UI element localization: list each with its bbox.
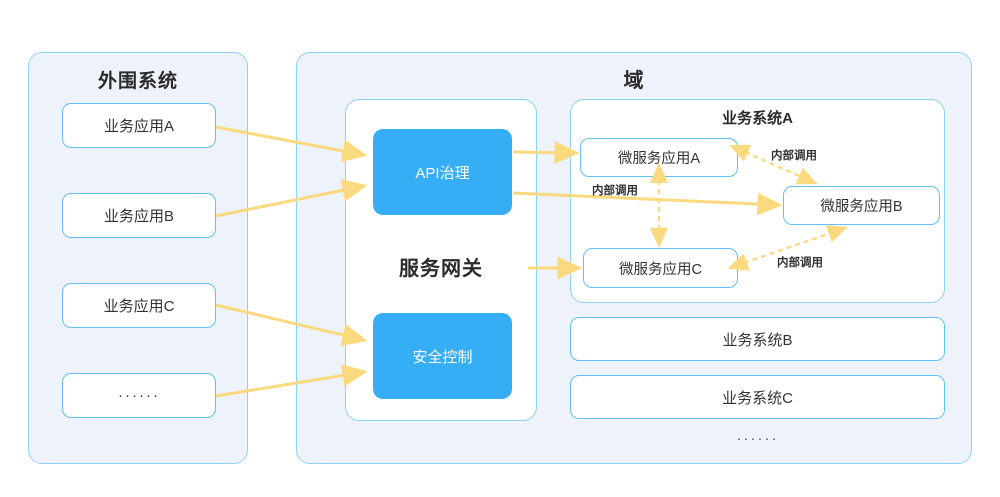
business-app-b-label: 业务应用B (103, 208, 174, 225)
microservice-app-b-box[interactable]: 微服务应用B (783, 186, 940, 225)
business-app-c-box[interactable]: 业务应用C (62, 283, 216, 328)
business-app-more-label: ······ (118, 387, 160, 404)
internal-call-label-api-b: 内部调用 (592, 185, 638, 197)
business-system-b-box[interactable]: 业务系统B (570, 317, 945, 361)
api-governance-box[interactable]: API治理 (373, 129, 512, 215)
microservice-app-c-label: 微服务应用C (619, 261, 702, 278)
business-app-c-label: 业务应用C (103, 298, 175, 315)
business-app-b-box[interactable]: 业务应用B (62, 193, 216, 238)
internal-call-label-a-b: 内部调用 (771, 150, 817, 162)
business-system-c-label: 业务系统C (722, 389, 793, 407)
domain-title: 域 (623, 70, 645, 92)
microservice-app-a-label: 微服务应用A (617, 151, 701, 167)
business-system-b-label: 业务系统B (722, 331, 793, 349)
api-governance-label: API治理 (415, 164, 470, 182)
microservice-app-b-label: 微服务应用B (820, 199, 903, 215)
business-system-more-dots: ······ (736, 430, 779, 447)
business-app-a-label: 业务应用A (103, 118, 174, 135)
security-control-box[interactable]: 安全控制 (373, 313, 512, 399)
business-app-more-box[interactable]: ······ (62, 373, 216, 418)
microservice-app-c-box[interactable]: 微服务应用C (583, 248, 738, 288)
business-system-c-box[interactable]: 业务系统C (570, 375, 945, 419)
peripheral-systems-title: 外围系统 (97, 71, 178, 92)
microservice-app-a-box[interactable]: 微服务应用A (580, 138, 738, 177)
business-system-a-title: 业务系统A (722, 110, 793, 127)
service-gateway-label: 服务网关 (399, 258, 483, 280)
internal-call-label-c-b: 内部调用 (777, 257, 823, 269)
security-control-label: 安全控制 (412, 348, 473, 366)
business-app-a-box[interactable]: 业务应用A (62, 103, 216, 148)
